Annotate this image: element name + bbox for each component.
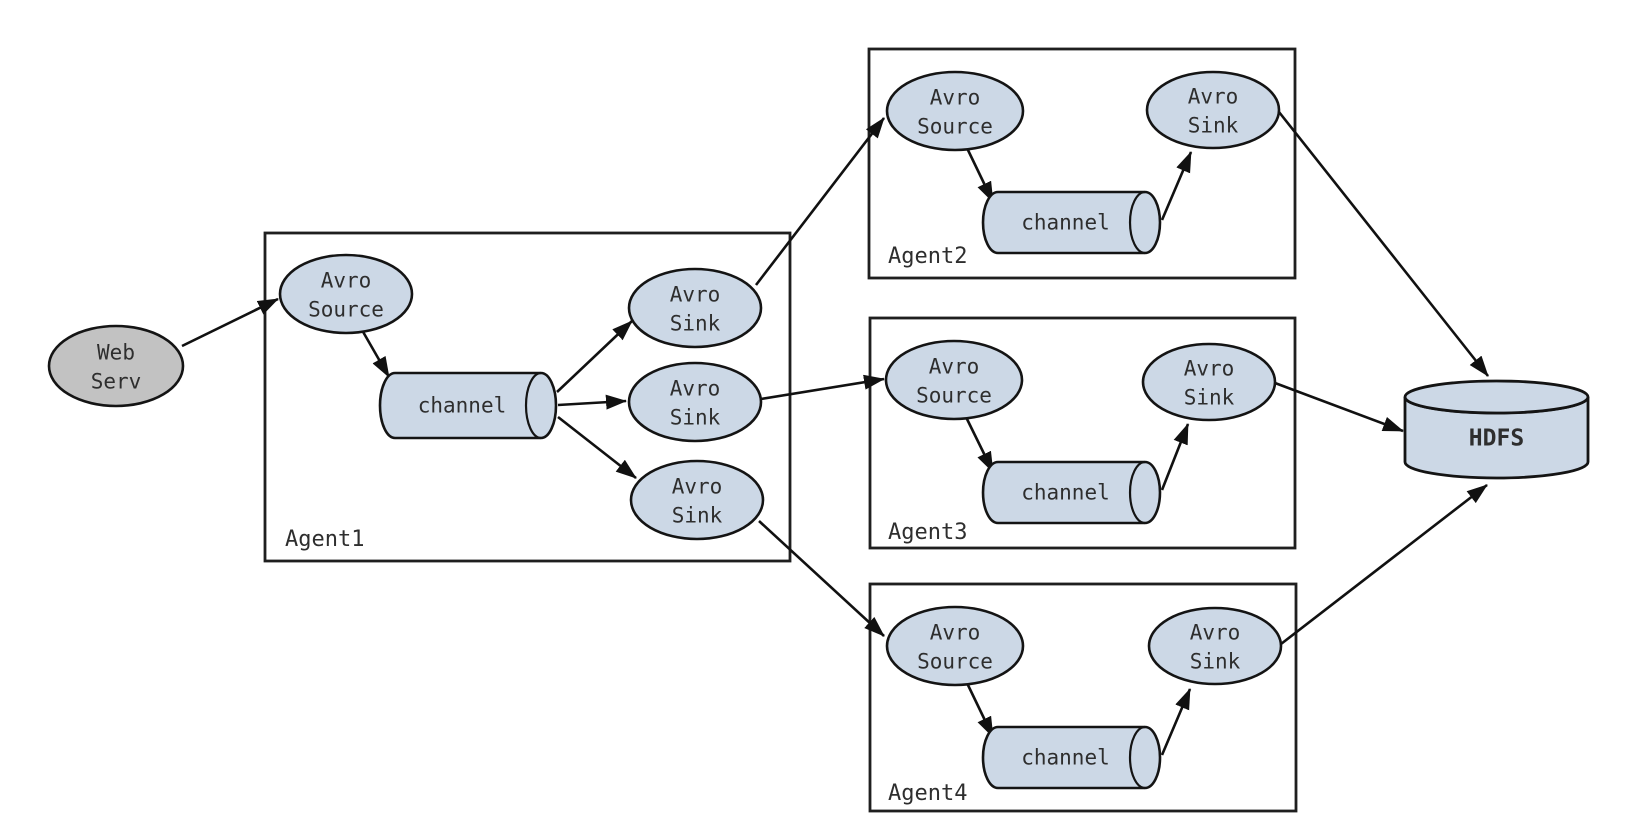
agent3-channel-node: channel [981, 460, 1162, 525]
agent1-avro-sink-2-shape [627, 361, 763, 443]
arrow-agent1-channel-to-sink-1 [556, 320, 633, 393]
agent4-channel-end-face [1128, 725, 1146, 790]
hdfs-label: HDFS [1469, 426, 1524, 452]
agent2-channel-node: channel [981, 190, 1162, 255]
agent1-channel-end-face [524, 371, 542, 440]
arrow-agent1-channel-to-sink-3 [557, 415, 637, 480]
arrow-agent3-source-to-channel [964, 416, 995, 473]
arrow-agent1-sink-1-to-agent2-source [754, 117, 886, 286]
agent4-channel-node: channel [981, 725, 1162, 790]
agent2-avro-source-shape [885, 70, 1025, 152]
arrow-agent1-sink-2-to-agent3-source [760, 374, 885, 401]
agent2-box [867, 47, 1297, 280]
arrow-agent2-sink-to-hdfs [1277, 111, 1490, 377]
agent1-channel-label: channel [418, 394, 507, 418]
agent4-box [868, 582, 1298, 813]
arrow-agent4-source-to-channel [965, 682, 995, 738]
arrow-agent2-channel-to-sink [1160, 151, 1193, 221]
agent4-label: Agent4 [888, 781, 967, 806]
web-serv-shape [47, 324, 185, 408]
agent4-avro-source-shape [885, 605, 1025, 687]
arrow-agent3-channel-to-sink [1160, 423, 1190, 491]
agent1-box [263, 231, 792, 563]
arrow-agent1-source-to-channel [360, 329, 391, 378]
agent3-channel-end-face [1128, 460, 1146, 525]
hdfs-top-face [1403, 379, 1590, 415]
agent2-avro-sink-shape [1145, 70, 1281, 150]
agent3-avro-source-shape [884, 339, 1024, 421]
agent4-avro-sink-shape [1147, 606, 1283, 686]
agent4-channel-label: channel [1021, 746, 1110, 770]
arrow-agent3-sink-to-hdfs [1274, 381, 1404, 433]
agent1-avro-source-shape [278, 253, 414, 335]
hdfs-node: HDFS [1403, 379, 1590, 480]
arrow-agent4-sink-to-hdfs [1280, 483, 1488, 646]
agent3-channel-label: channel [1021, 481, 1110, 505]
agent2-channel-end-face [1128, 190, 1146, 255]
agent2-label: Agent2 [888, 244, 967, 269]
arrow-agent1-channel-to-sink-2 [557, 394, 627, 410]
agent3-avro-sink-shape [1141, 342, 1277, 422]
agent1-label: Agent1 [285, 527, 364, 552]
agent3-label: Agent3 [888, 520, 967, 545]
agent3-box [868, 316, 1297, 550]
agent2-channel-label: channel [1021, 211, 1110, 235]
agent1-channel-node: channel [378, 371, 558, 440]
arrow-agent1-sink-3-to-agent4-source [758, 520, 885, 637]
agent1-avro-sink-3-shape [629, 459, 765, 541]
arrow-web-serv-to-agent1-source [181, 297, 279, 348]
arrow-agent4-channel-to-sink [1160, 688, 1192, 756]
agent1-avro-sink-1-shape [627, 267, 763, 349]
arrow-agent2-source-to-channel [965, 147, 995, 203]
